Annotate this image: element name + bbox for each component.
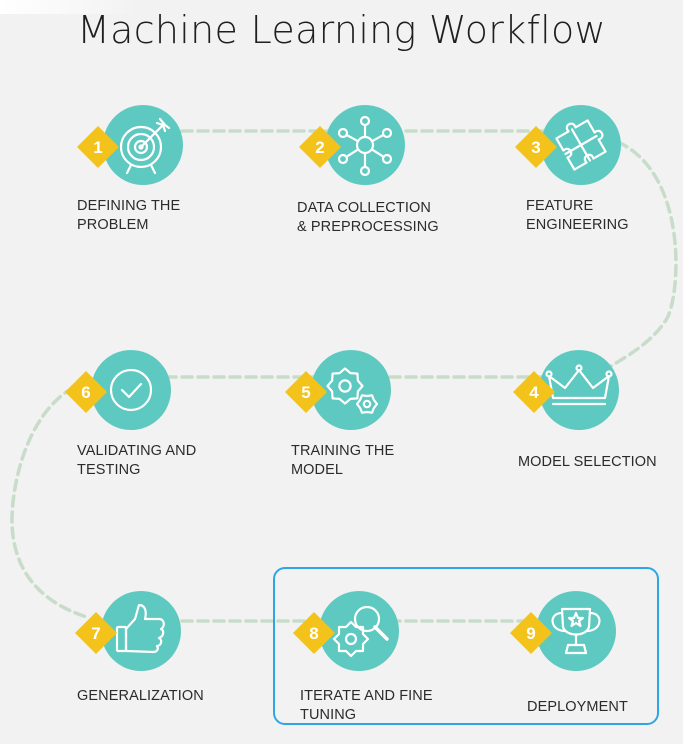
step-number-badge: 4 (513, 371, 555, 413)
step-label-line: & PREPROCESSING (297, 219, 439, 235)
step-7: 7 (75, 591, 181, 671)
step-circle (539, 350, 619, 430)
step-label: TRAINING THE MODEL (291, 442, 394, 480)
step-number-badge: 8 (293, 612, 335, 654)
step-number-badge: 7 (75, 612, 117, 654)
step-5: 5 (285, 350, 391, 430)
step-label-line: GENERALIZATION (77, 688, 204, 704)
target-icon (119, 117, 171, 175)
step-number-badge: 2 (299, 126, 341, 168)
step-number: 4 (529, 383, 539, 402)
step-label-line: DEFINING THE (77, 198, 181, 214)
step-number: 2 (315, 138, 324, 157)
connector-segment (606, 140, 678, 370)
step-label: DATA COLLECTION & PREPROCESSING (297, 199, 439, 237)
step-label: ITERATE AND FINE TUNING (300, 687, 433, 725)
step-number-badge: 3 (515, 126, 557, 168)
step-4: 4 (513, 350, 619, 430)
step-3: 3 (515, 105, 621, 185)
step-label: DEFINING THE PROBLEM (77, 197, 180, 235)
connector-paths (10, 129, 678, 623)
step-label: VALIDATING AND TESTING (77, 442, 196, 480)
step-number-badge: 1 (77, 126, 119, 168)
trophy-icon (551, 607, 601, 655)
step-number: 8 (309, 624, 318, 643)
checkmark-icon (109, 368, 153, 412)
gear-magnifier-icon (332, 605, 389, 658)
puzzle-icon (555, 119, 607, 171)
step-number-badge: 5 (285, 371, 327, 413)
step-label-line: TESTING (77, 462, 141, 478)
step-label-line: VALIDATING AND (77, 443, 197, 459)
step-number: 6 (81, 383, 90, 402)
thumbs-up-icon (115, 603, 165, 654)
step-label: MODEL SELECTION (518, 453, 657, 472)
step-6: 6 (65, 350, 171, 430)
step-8: 8 (293, 591, 399, 671)
step-label-line: ENGINEERING (526, 217, 629, 233)
step-number: 1 (93, 138, 102, 157)
corner-fade (0, 0, 140, 14)
highlight-box (273, 567, 659, 725)
step-1: 1 (77, 105, 183, 185)
step-label-line: TUNING (300, 707, 357, 723)
crown-icon (545, 364, 613, 406)
step-label-line: MODEL (291, 462, 344, 478)
step-label-line: TRAINING THE (291, 443, 395, 459)
step-number-badge: 6 (65, 371, 107, 413)
step-2: 2 (299, 105, 405, 185)
network-icon (337, 115, 393, 177)
step-label: GENERALIZATION (77, 687, 204, 706)
step-circle (325, 105, 405, 185)
page-title: Machine Learning Workflow (77, 8, 606, 52)
step-9: 9 (510, 591, 616, 671)
step-label: DEPLOYMENT (527, 698, 628, 717)
step-label-line: FEATURE (526, 198, 594, 214)
step-number: 5 (301, 383, 310, 402)
connector-segment (10, 379, 92, 620)
step-label-line: MODEL SELECTION (518, 454, 657, 470)
gears-icon (326, 367, 379, 414)
step-circle (91, 350, 171, 430)
step-label-line: DATA COLLECTION (297, 200, 431, 216)
step-number: 7 (91, 624, 100, 643)
step-number-badge: 9 (510, 612, 552, 654)
step-label-line: DEPLOYMENT (527, 699, 628, 715)
step-label-line: ITERATE AND FINE (300, 688, 433, 704)
step-label-line: PROBLEM (77, 217, 149, 233)
step-number: 3 (531, 138, 540, 157)
step-label: FEATURE ENGINEERING (526, 197, 629, 235)
step-circle (311, 350, 391, 430)
step-circle (536, 591, 616, 671)
step-number: 9 (526, 624, 535, 643)
